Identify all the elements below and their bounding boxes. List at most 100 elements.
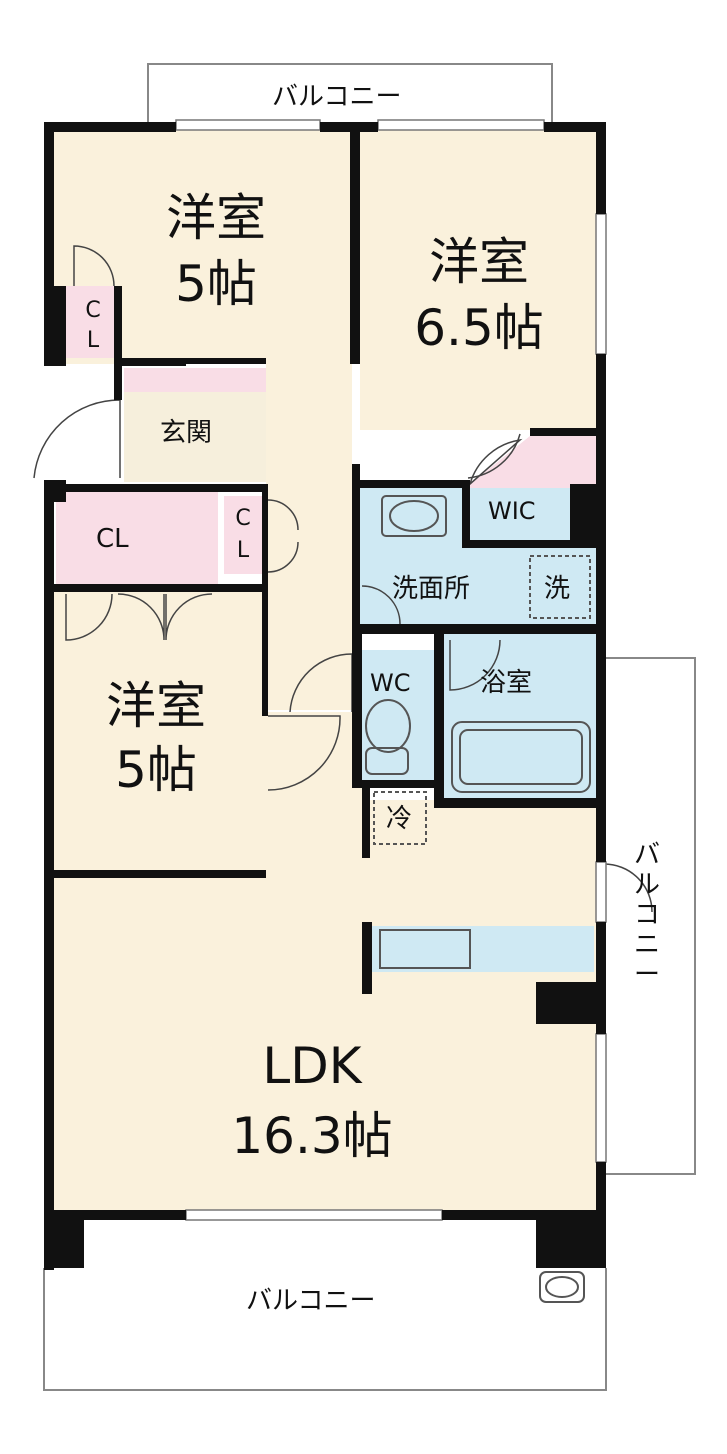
wall-closet-top-left (114, 286, 122, 366)
closet-top-left (66, 286, 118, 358)
wall-bedroom-divider (114, 358, 186, 366)
door-hall-small (267, 499, 299, 573)
balcony-bottom (43, 1268, 607, 1391)
closet-top-left-l: L (86, 328, 100, 353)
window-right-balcony (595, 861, 607, 923)
toilet-bowl (365, 699, 411, 753)
window-bottom (185, 1209, 443, 1221)
column-bottom-left (44, 1210, 84, 1268)
bathroom-label: 浴室 (480, 668, 533, 698)
window-right-upper (595, 213, 607, 355)
door-hall (289, 653, 353, 713)
fixtures (365, 495, 591, 1303)
door-washroom (361, 585, 401, 625)
balcony-outlines (43, 63, 696, 1391)
room-name-ldk: LDK (262, 1037, 362, 1095)
wall-bottom-left (44, 1210, 186, 1220)
closet-center-c: C (235, 506, 251, 531)
closet-center-l: L (236, 538, 250, 563)
room-size-western-mid-left: 5帖 (115, 741, 197, 799)
washroom-label: 洗面所 (392, 574, 471, 604)
room-fills (52, 130, 598, 1212)
room-fill-hall (266, 364, 352, 710)
wall-bath-bottom (434, 798, 598, 808)
wall-right (596, 122, 606, 214)
column-bottom-right (536, 1210, 606, 1268)
toilet-tank (365, 747, 409, 775)
wall-top-right (544, 122, 606, 132)
balcony-right-char-4: ニ (633, 930, 660, 960)
wic-label: WIC (488, 497, 536, 525)
balcony-right (604, 657, 696, 1175)
window-right-lower (595, 1033, 607, 1163)
door-entrance (33, 399, 121, 479)
door-top-left-closet (73, 245, 115, 287)
washbasin-bowl (389, 500, 439, 532)
wall-wic-right (570, 484, 596, 540)
balcony-top (147, 63, 553, 122)
wall-kitchen-left (362, 922, 372, 994)
fridge-label: 冷 (386, 804, 413, 834)
wall-toilet-bottom (352, 780, 434, 788)
toilet-fill (362, 650, 434, 780)
wall-wic-left (462, 484, 470, 548)
kitchen-counter (379, 929, 471, 969)
room-fill-western-top-right (360, 130, 596, 430)
closet-label-left: CL (96, 524, 129, 554)
window-top-left (175, 119, 321, 131)
balcony-label-top: バルコニー (272, 82, 402, 112)
balcony-right-char-2: ル (633, 870, 660, 900)
balcony-label-right: バ ル コ ニ ー (632, 840, 662, 990)
wall-right-3 (596, 922, 606, 1034)
toilet-label: WC (370, 669, 411, 697)
wall-right-2 (596, 354, 606, 862)
wall-interior-vertical (350, 130, 360, 364)
door-closet-left (65, 593, 213, 641)
outdoor-tap-bowl (545, 1276, 579, 1298)
window-top-right (377, 119, 545, 131)
wall-entrance-left (114, 366, 122, 400)
room-fill-ldk (52, 800, 598, 1212)
wall-toilet-left (352, 634, 362, 780)
wall-bedroom-mid-right (262, 484, 268, 716)
door-swings (33, 245, 653, 913)
wall-wic-bottom (470, 540, 596, 548)
room-size-western-top-left: 5帖 (175, 255, 257, 313)
closet-top-left-c: C (85, 298, 101, 323)
room-size-ldk: 16.3帖 (231, 1107, 393, 1165)
washer-label: 洗 (544, 574, 571, 604)
closet-left (56, 490, 218, 584)
wall-top-mid (320, 122, 378, 132)
washer-box (529, 555, 591, 619)
room-name-western-top-left: 洋室 (166, 189, 266, 247)
kitchen-counter-fill (372, 926, 594, 972)
door-balcony-right (603, 863, 653, 913)
balcony-right-char-3: コ (633, 900, 660, 930)
wall-bedroom-mid-bottom (54, 870, 266, 878)
room-name-western-mid-left: 洋室 (106, 677, 206, 735)
wall-washroom-bottom (352, 624, 598, 634)
wall-bottom-right (442, 1210, 606, 1220)
entrance-label: 玄関 (160, 418, 213, 448)
wall-washroom-top (360, 480, 470, 488)
balcony-label-bottom: バルコニー (246, 1286, 376, 1316)
bathroom-fill (444, 634, 598, 800)
wall-top-left (44, 122, 176, 132)
door-bathroom (449, 639, 501, 691)
wall-left-mid (44, 480, 54, 1270)
wall-left-top (44, 122, 54, 366)
fridge-box (373, 791, 427, 845)
closet-fill-entrance-strip (124, 368, 266, 392)
walls (44, 122, 606, 1270)
bathtub (451, 721, 591, 793)
balcony-right-char-1: バ (633, 840, 660, 870)
wall-washroom-left (352, 464, 360, 624)
wall-kitchen-column (536, 982, 596, 1024)
wall-hall-top (186, 358, 266, 364)
balcony-right-char-5: ー (633, 960, 660, 990)
door-bedroom-mid (267, 715, 341, 791)
outdoor-tap (539, 1271, 585, 1303)
room-size-western-top-right: 6.5帖 (414, 299, 544, 357)
wall-toilet-right (434, 634, 444, 804)
